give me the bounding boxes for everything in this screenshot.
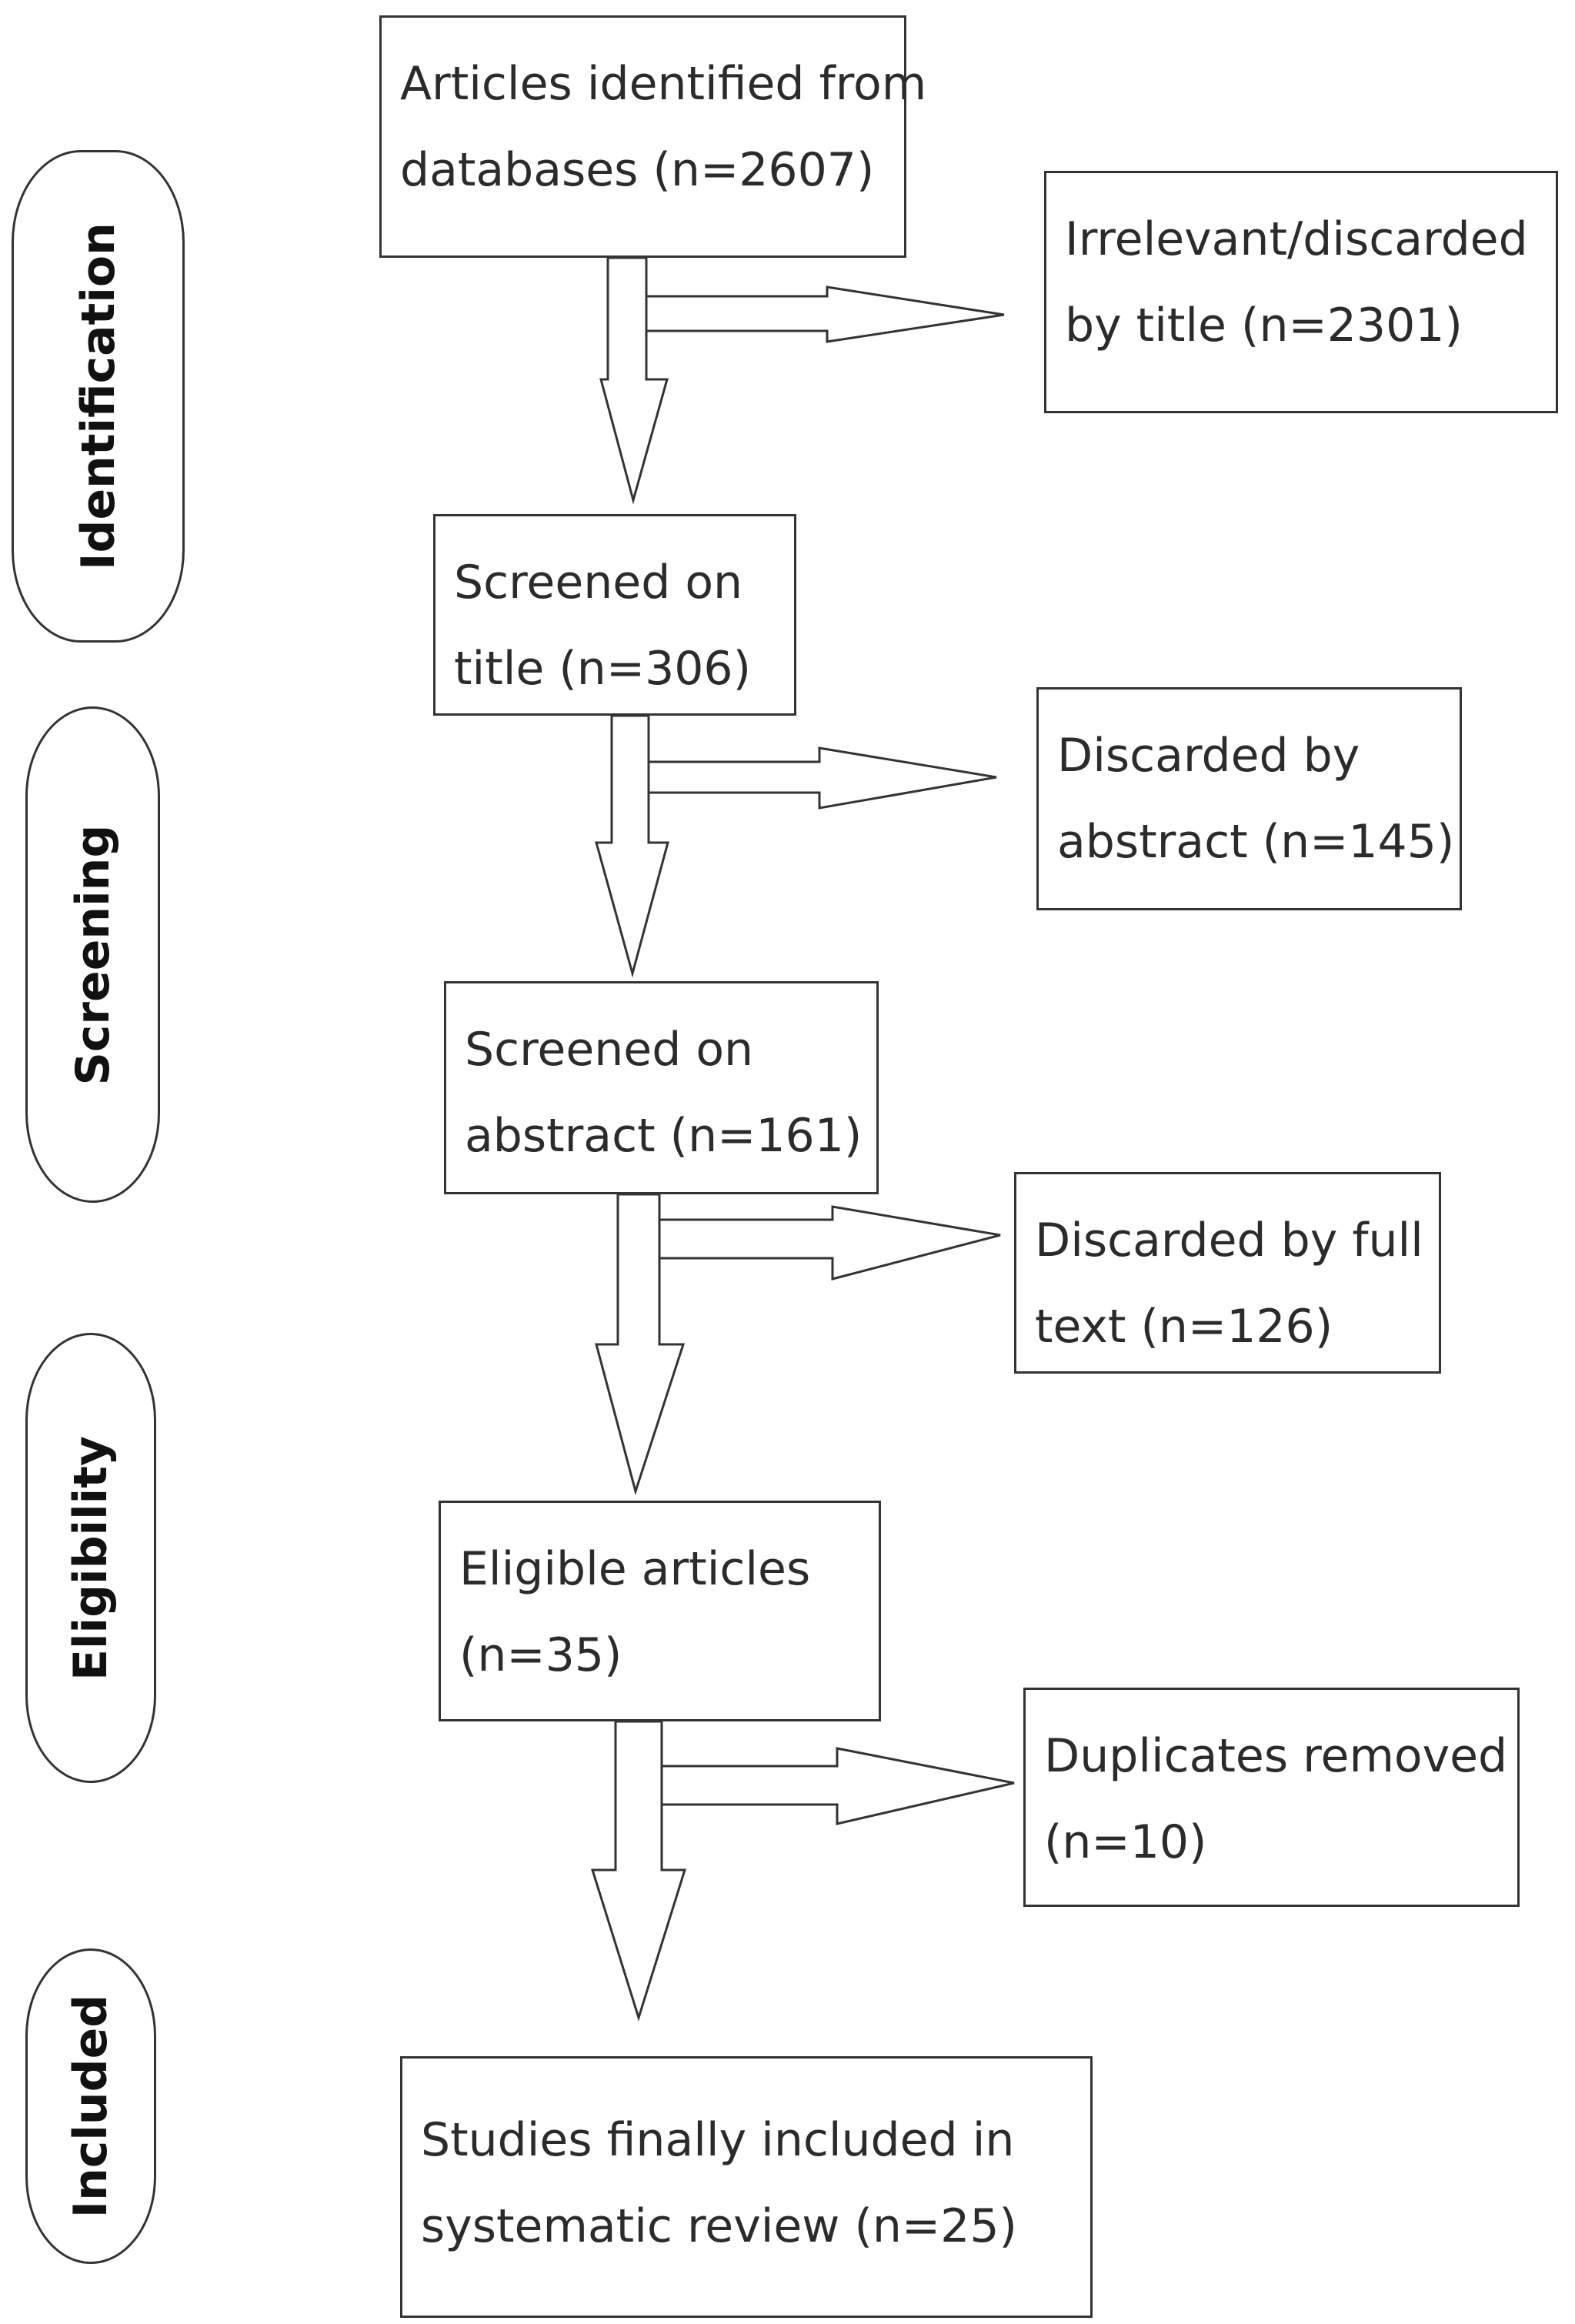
box-eligible-articles: Eligible articles (n=35) — [439, 1501, 881, 1721]
box-line: abstract (n=145) — [1057, 815, 1455, 869]
box-discarded-abstract: Discarded by abstract (n=145) — [1036, 687, 1462, 910]
box-screened-title: Screened on title (n=306) — [433, 514, 796, 716]
box-line: Eligible articles — [459, 1542, 811, 1596]
box-studies-included: Studies finally included in systematic r… — [400, 2056, 1093, 2318]
right-arrow — [645, 285, 1005, 343]
box-articles-identified: Articles identified from databases (n=26… — [379, 15, 927, 258]
box-line: title (n=306) — [454, 642, 752, 696]
box-line: Duplicates removed — [1044, 1729, 1508, 1783]
box-line: abstract (n=161) — [465, 1109, 863, 1163]
box-line: Articles identified from — [400, 57, 927, 111]
right-arrow — [658, 1205, 1001, 1281]
stage-label: Identification — [71, 222, 125, 570]
box-line: Discarded by — [1057, 729, 1360, 783]
box-line: Studies finally included in — [421, 2113, 1015, 2167]
stage-included: Included — [25, 1948, 156, 2264]
box-line: text (n=126) — [1035, 1300, 1333, 1354]
box-line: databases (n=2607) — [400, 143, 875, 197]
stage-label: Screening — [65, 824, 120, 1085]
box-line: by title (n=2301) — [1065, 299, 1463, 352]
right-arrow — [647, 746, 997, 810]
box-screened-abstract: Screened on abstract (n=161) — [444, 981, 879, 1194]
stage-identification: Identification — [12, 150, 185, 643]
stage-screening: Screening — [25, 706, 160, 1203]
box-line: systematic review (n=25) — [421, 2199, 1017, 2253]
down-arrow — [599, 256, 669, 505]
stage-eligibility: Eligibility — [25, 1333, 156, 1783]
stage-label: Eligibility — [64, 1435, 118, 1681]
box-line: (n=10) — [1044, 1815, 1207, 1869]
box-discarded-full-text: Discarded by full text (n=126) — [1014, 1172, 1441, 1374]
stage-label: Included — [64, 1994, 118, 2219]
box-line: Discarded by full — [1035, 1214, 1423, 1267]
box-irrelevant-discarded: Irrelevant/discarded by title (n=2301) — [1044, 171, 1558, 413]
down-arrow — [595, 714, 669, 978]
right-arrow — [660, 1747, 1015, 1825]
box-duplicates-removed: Duplicates removed (n=10) — [1023, 1688, 1520, 1907]
box-line: Screened on — [454, 556, 743, 609]
box-line: Irrelevant/discarded — [1065, 212, 1528, 266]
box-line: (n=35) — [459, 1628, 622, 1682]
box-line: Screened on — [465, 1023, 754, 1077]
